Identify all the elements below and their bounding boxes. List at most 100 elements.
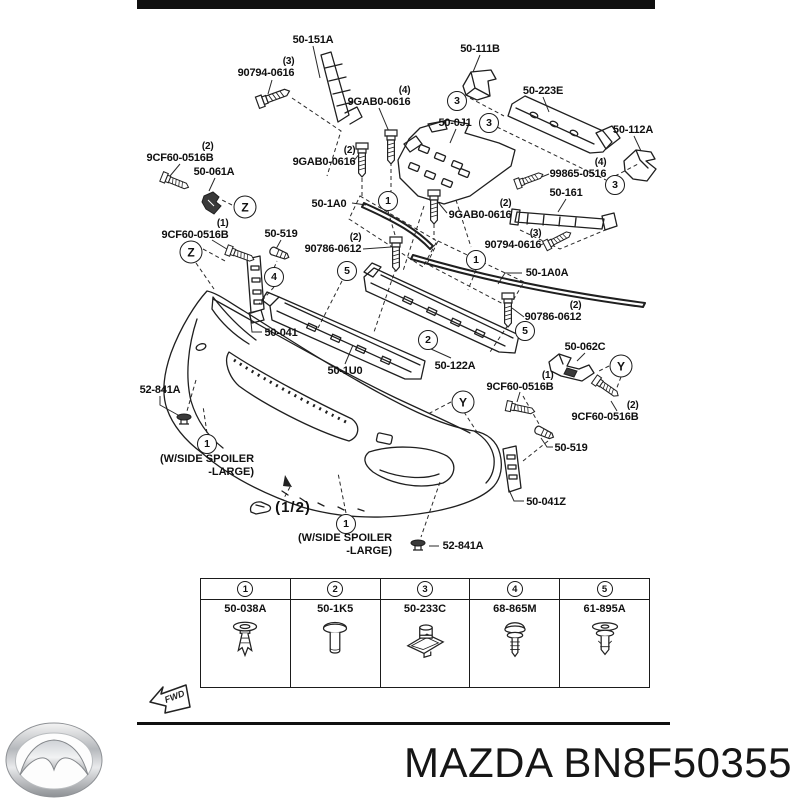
- legend-body: 50-233C: [381, 600, 470, 687]
- legend-body: 50-1K5: [291, 600, 380, 687]
- mushroom-plug-icon: [323, 621, 348, 654]
- part-label: 50-0J1: [438, 117, 472, 129]
- part-label: 90794-0616(3): [484, 228, 542, 251]
- legend-cell: 2 50-1K5: [289, 579, 380, 687]
- callout-circle: 3: [605, 175, 625, 195]
- part-label: 50-041: [264, 327, 298, 339]
- part-label: 50-122A: [434, 360, 476, 372]
- callout-circle: 5: [515, 321, 535, 341]
- legend-body: 50-038A: [201, 600, 290, 687]
- callout-circle: 1: [466, 250, 486, 270]
- part-label: 9CF60-0516B(2): [571, 400, 639, 423]
- part-label: 50-1A0A: [525, 267, 569, 279]
- legend-cell: 1 50-038A: [201, 579, 290, 687]
- shroud-50-0J1: [397, 119, 516, 205]
- legend-header: 4: [470, 579, 560, 600]
- part-qty: (2): [343, 145, 356, 156]
- part-qty: (2): [569, 300, 582, 311]
- fwd-arrow-icon: FWD: [149, 684, 191, 714]
- legend-header: 2: [290, 579, 380, 600]
- part-qty: (2): [626, 400, 639, 411]
- callout-circle: Z: [179, 240, 203, 264]
- part-qty: (1): [541, 370, 554, 381]
- legend-cell: 4 68-865M: [469, 579, 560, 687]
- callout-circle: 3: [447, 91, 467, 111]
- part-label: 90786-0612(2): [524, 300, 582, 323]
- callout-circle: Y: [609, 354, 633, 378]
- part-qty: (2): [201, 141, 214, 152]
- legend-body: 61-895A: [560, 600, 649, 687]
- dome-rivet-icon: [504, 622, 526, 657]
- part-label: 9GAB0-0616(4): [347, 85, 411, 108]
- part-label: 9CF60-0516B(2): [146, 141, 214, 164]
- callout-circle: 2: [418, 330, 438, 350]
- legend-number: 3: [416, 581, 433, 597]
- bracket-50-151A: [320, 51, 363, 125]
- bracket-50-041: [246, 255, 265, 324]
- part-qty: (4): [398, 85, 411, 96]
- part-label: 50-061A: [193, 166, 235, 178]
- part-label: 50-161: [549, 187, 583, 199]
- rail-50-1U0: [261, 291, 426, 380]
- part-label: 9CF60-0516B(1): [161, 218, 229, 241]
- part-qty: (1): [216, 218, 229, 229]
- part-label: 9GAB0-0616(2): [292, 145, 356, 168]
- callout-circle: 1: [336, 514, 356, 534]
- legend-table: 1 50-038A 2 50-1K5 3 50-233C 4 68-865M 5 61-895A: [200, 578, 650, 688]
- legend-cell: 5 61-895A: [559, 579, 649, 687]
- callout-circle: 3: [479, 113, 499, 133]
- part-label: 50-519: [264, 228, 298, 240]
- legend-header: 1: [201, 579, 290, 600]
- bracket-50-112A: [623, 149, 657, 182]
- legend-number: 5: [596, 581, 613, 597]
- part-label: 50-112A: [612, 124, 654, 136]
- legend-header: 5: [560, 579, 649, 600]
- bracket-50-062C: [548, 353, 595, 382]
- legend-number: 4: [506, 581, 523, 597]
- callout-circle: Y: [451, 390, 475, 414]
- rail-50-122A: [363, 262, 520, 354]
- diagram-note: (W/SIDE SPOILER -LARGE): [159, 452, 255, 478]
- legend-part-number: 61-895A: [583, 603, 626, 615]
- flange-rivet-icon: [591, 622, 618, 655]
- legend-header: 3: [380, 579, 470, 600]
- legend-cell: 3 50-233C: [379, 579, 470, 687]
- clip-50-061A: [201, 191, 222, 215]
- legend-number: 2: [327, 581, 344, 597]
- part-qty: (3): [529, 228, 542, 239]
- part-label: 9CF60-0516B(1): [486, 370, 554, 393]
- legend-part-number: 50-038A: [224, 603, 267, 615]
- part-qty: (2): [349, 232, 362, 243]
- bumper-fascia: [163, 290, 502, 518]
- part-label: 50-041Z: [526, 496, 566, 508]
- bracket-50-111B: [462, 69, 497, 101]
- callout-circle: 5: [337, 261, 357, 281]
- legend-number: 1: [237, 581, 254, 597]
- strip-50-1A0A: [410, 254, 646, 308]
- legend-body: 68-865M: [470, 600, 559, 687]
- part-label: 52-841A: [139, 384, 181, 396]
- callout-circle: 1: [378, 191, 398, 211]
- push-rivet-cross-icon: [233, 621, 258, 656]
- part-label: 9GAB0-0616(2): [448, 198, 512, 221]
- tow-cover-icon: [249, 501, 272, 515]
- bar-50-161: [509, 208, 618, 231]
- legend-part-number: 50-1K5: [317, 603, 354, 615]
- callout-circle: 4: [264, 267, 284, 287]
- footer-divider: [137, 722, 670, 725]
- diagram-note: (1/2): [275, 499, 311, 516]
- part-label: 50-151A: [292, 34, 334, 46]
- legend-part-number: 68-865M: [493, 603, 537, 615]
- part-label: 50-111B: [460, 43, 500, 55]
- part-label: 52-841A: [442, 540, 484, 552]
- legend-part-number: 50-233C: [403, 603, 447, 615]
- part-label: 99865-0516(4): [549, 157, 607, 180]
- screw-grommet-icon: [407, 624, 444, 658]
- part-qty: (2): [499, 198, 512, 209]
- mazda-logo: [5, 722, 103, 798]
- part-label: 50-223E: [522, 85, 564, 97]
- callout-circle: Z: [233, 195, 257, 219]
- diagram-note: (W/SIDE SPOILER -LARGE): [297, 531, 393, 557]
